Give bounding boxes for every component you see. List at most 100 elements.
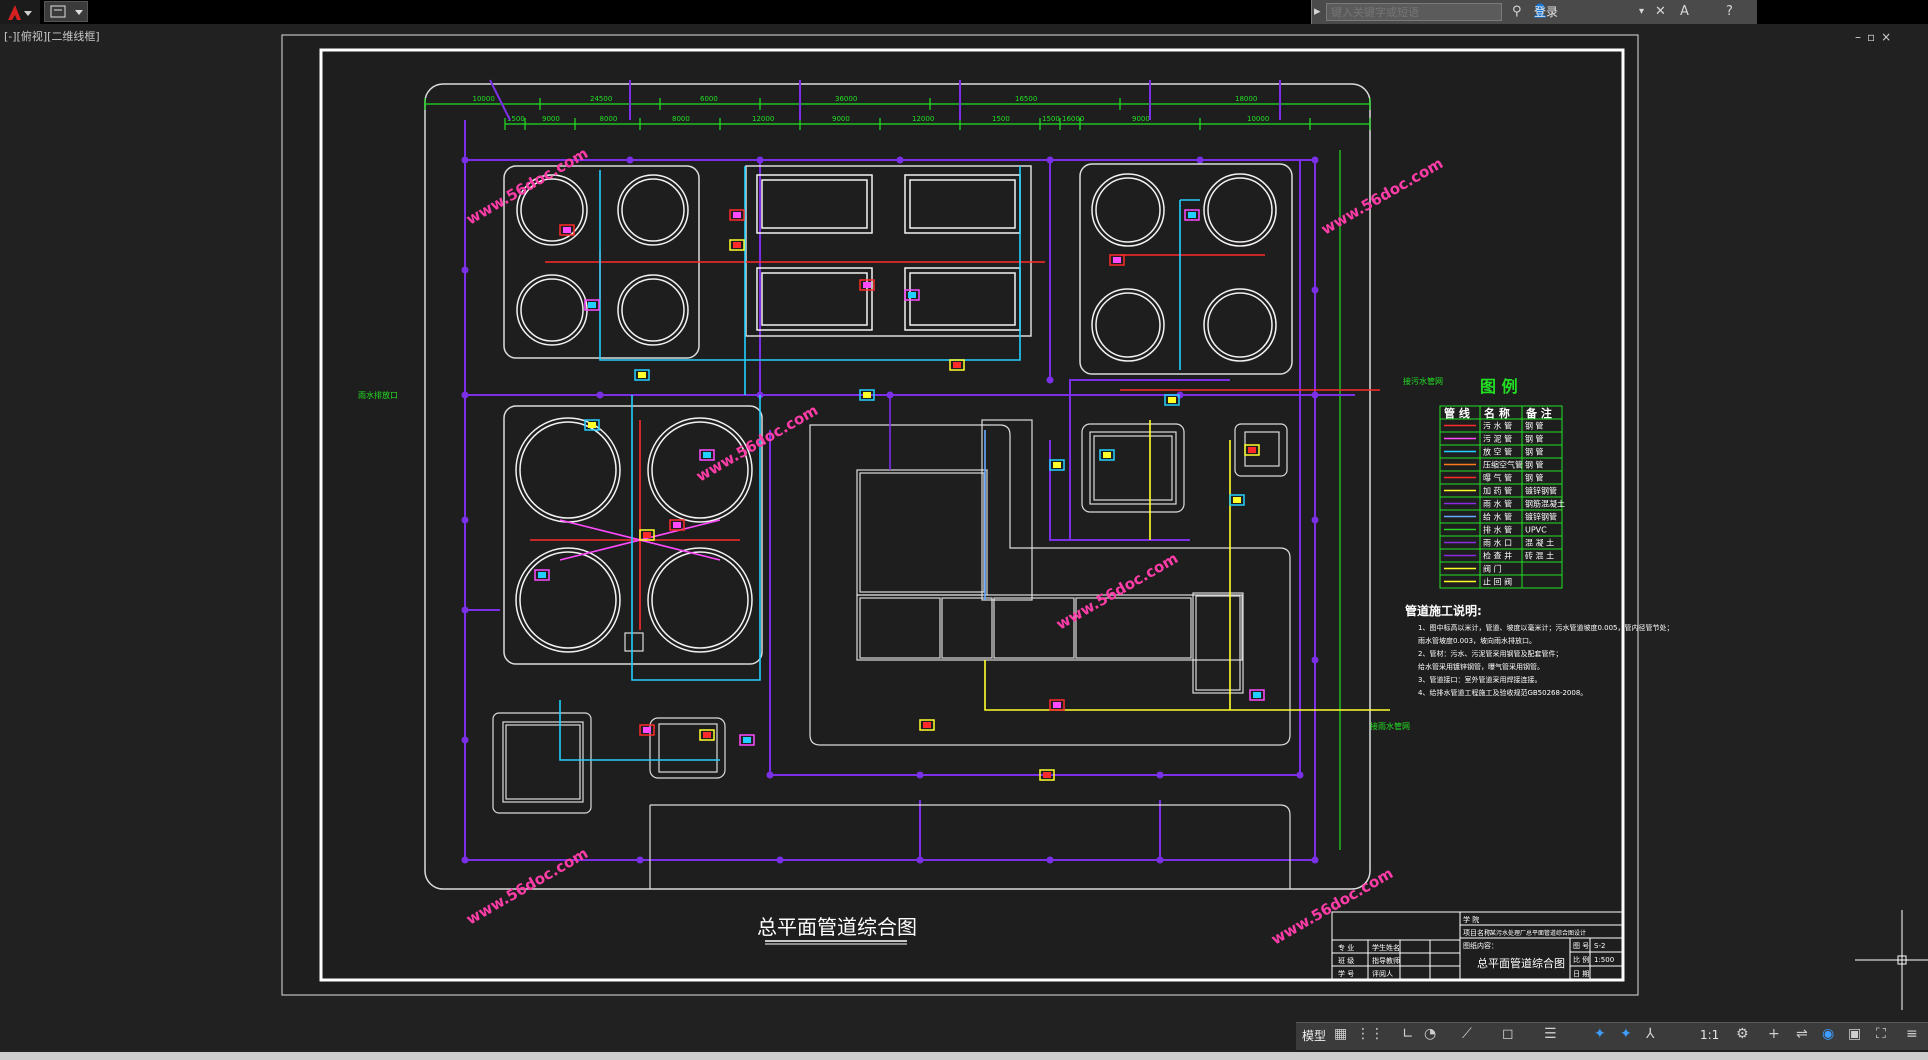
binoculars-icon[interactable]: ⚲ [1512,4,1522,19]
auto-scale-icon[interactable]: ✦ [1620,1026,1632,1042]
note-line: 雨水管坡度0.003，坡向雨水排放口。 [1418,636,1536,645]
dim-label: 9000 [542,115,560,123]
pipe-tag-fill [733,242,741,248]
pipe-tag-fill [733,212,741,218]
legend-note: 钢 管 [1525,447,1544,457]
customization-icon[interactable]: ≡ [1906,1026,1918,1042]
manhole [636,856,644,864]
dim-label: 10000 [473,95,495,103]
manhole [596,391,604,399]
tank-circle [617,274,689,346]
pipe-tag-fill [863,282,871,288]
expand-arrow-icon[interactable]: ▸ [1314,4,1321,19]
object-snap-icon[interactable]: ◻ [1502,1026,1514,1042]
annotation-visibility-icon[interactable]: ✦ [1594,1026,1606,1042]
dim-label: 16500 [1015,95,1037,103]
legend-name: 给 水 管 [1483,512,1512,522]
annotation-scale-icon[interactable]: ⅄ [1646,1026,1655,1042]
manhole [1311,156,1319,164]
manholes [461,156,1319,864]
quick-access-toolbar[interactable] [44,1,88,22]
dim-label: 1500 [992,115,1010,123]
svg-text:学 号: 学 号 [1338,969,1354,978]
title-block [1331,911,1623,980]
autocad-logo-icon [8,5,32,20]
note-line: 给水管采用镀锌钢管，曝气管采用钢管。 [1418,662,1544,671]
chevron-down-icon[interactable]: ▾ [1639,6,1645,17]
help-icon[interactable]: ? [1726,4,1733,19]
paper-border [281,34,1639,996]
dim-label: 9000 [832,115,850,123]
notes-title: 管道施工说明: [1405,603,1482,618]
pipe-tag [1229,494,1245,506]
isolate-objects-icon[interactable]: ◉ [1822,1026,1835,1042]
isodraft-icon[interactable]: ⟋ [1462,1026,1472,1042]
pipe-tag [639,724,655,736]
pipe-tag [1109,254,1125,266]
pipe-tag-fill [538,572,546,578]
pipe-tag-fill [1168,397,1176,403]
dim-label: 8000 [672,115,690,123]
a360-icon[interactable]: A [1680,4,1689,19]
manhole [766,771,774,779]
model-tab[interactable]: 模型 [1302,1029,1327,1043]
tank-circle-inner [519,551,617,649]
legend-table: 管 线名 称备 注污 水 管钢 管污 泥 管钢 管放 空 管钢 管压缩空气管钢 … [1439,405,1565,589]
user-icon: 👤 [1532,4,1549,19]
snap-icon[interactable]: ⋮⋮ [1356,1026,1384,1042]
manhole [1196,156,1204,164]
pipe-tag [559,224,575,236]
dim-label: 16000 [1062,115,1084,123]
annotation-scale[interactable]: 1:1 [1700,1028,1720,1042]
pipe-tag-fill [643,532,651,538]
workspace-gear-icon[interactable]: ⚙ [1736,1026,1749,1042]
lineweight-icon[interactable]: ☰ [1544,1026,1557,1042]
legend-name: 压缩空气管 [1483,460,1523,470]
legend-name: 阀 门 [1483,564,1502,574]
units-icon[interactable]: ⇌ [1796,1026,1808,1042]
legend-title: 图 例 [1480,377,1518,396]
legend-header: 管 线 [1444,406,1470,420]
tank-circle-inner [1095,292,1161,358]
search-input[interactable] [1326,3,1502,21]
pipe-tag [729,239,745,251]
pipe-tag-fill [1248,447,1256,453]
legend-note: 钢 管 [1525,460,1544,470]
manhole [1311,856,1319,864]
svg-text:班 级: 班 级 [1338,956,1354,965]
manhole [1046,376,1054,384]
clean-screen-icon[interactable]: ⛶ [1876,1026,1886,1042]
label-right-outlet-1: 接污水管网 [1403,376,1443,386]
title-block-text: 学 院 项目名称 某污水处理厂总平面管道综合图设计 图纸内容： 总平面管道综合图… [1338,915,1614,978]
svg-text:图 号: 图 号 [1573,942,1589,950]
ortho-icon[interactable]: ∟ [1402,1026,1414,1042]
pipe-tag-fill [1233,497,1241,503]
legend-name: 曝 气 管 [1483,473,1512,483]
manhole [1311,656,1319,664]
manhole [461,516,469,524]
grid-icon[interactable]: ▦ [1334,1026,1348,1042]
legend-name: 放 空 管 [1483,447,1512,457]
dim-label: 36000 [835,95,857,103]
tank-group-3 [1079,163,1293,375]
polar-icon[interactable]: ◔ [1424,1026,1437,1042]
tank-circle [515,547,621,653]
hardware-acceleration-icon[interactable]: ▣ [1848,1026,1862,1042]
rectangular-basins [756,174,1021,331]
exchange-icon[interactable]: ✕ [1655,4,1666,19]
pipe-tag-fill [1113,257,1121,263]
viewport-controls[interactable]: [-][俯视][二维线框] [4,30,100,43]
viewport-window-controls[interactable]: –▫× [1855,30,1898,44]
pipe-tag-fill [703,732,711,738]
svg-text:1:500: 1:500 [1594,956,1614,964]
annotation-monitor-icon[interactable]: + [1768,1026,1780,1042]
manhole [1311,286,1319,294]
login-button[interactable]: 登录 [1534,5,1559,19]
dim-label: 10000 [1247,115,1269,123]
application-menu-button[interactable] [0,0,40,24]
pipe-tag [634,369,650,381]
pipe-tag-fill [638,372,646,378]
site-boundary [424,83,1371,890]
